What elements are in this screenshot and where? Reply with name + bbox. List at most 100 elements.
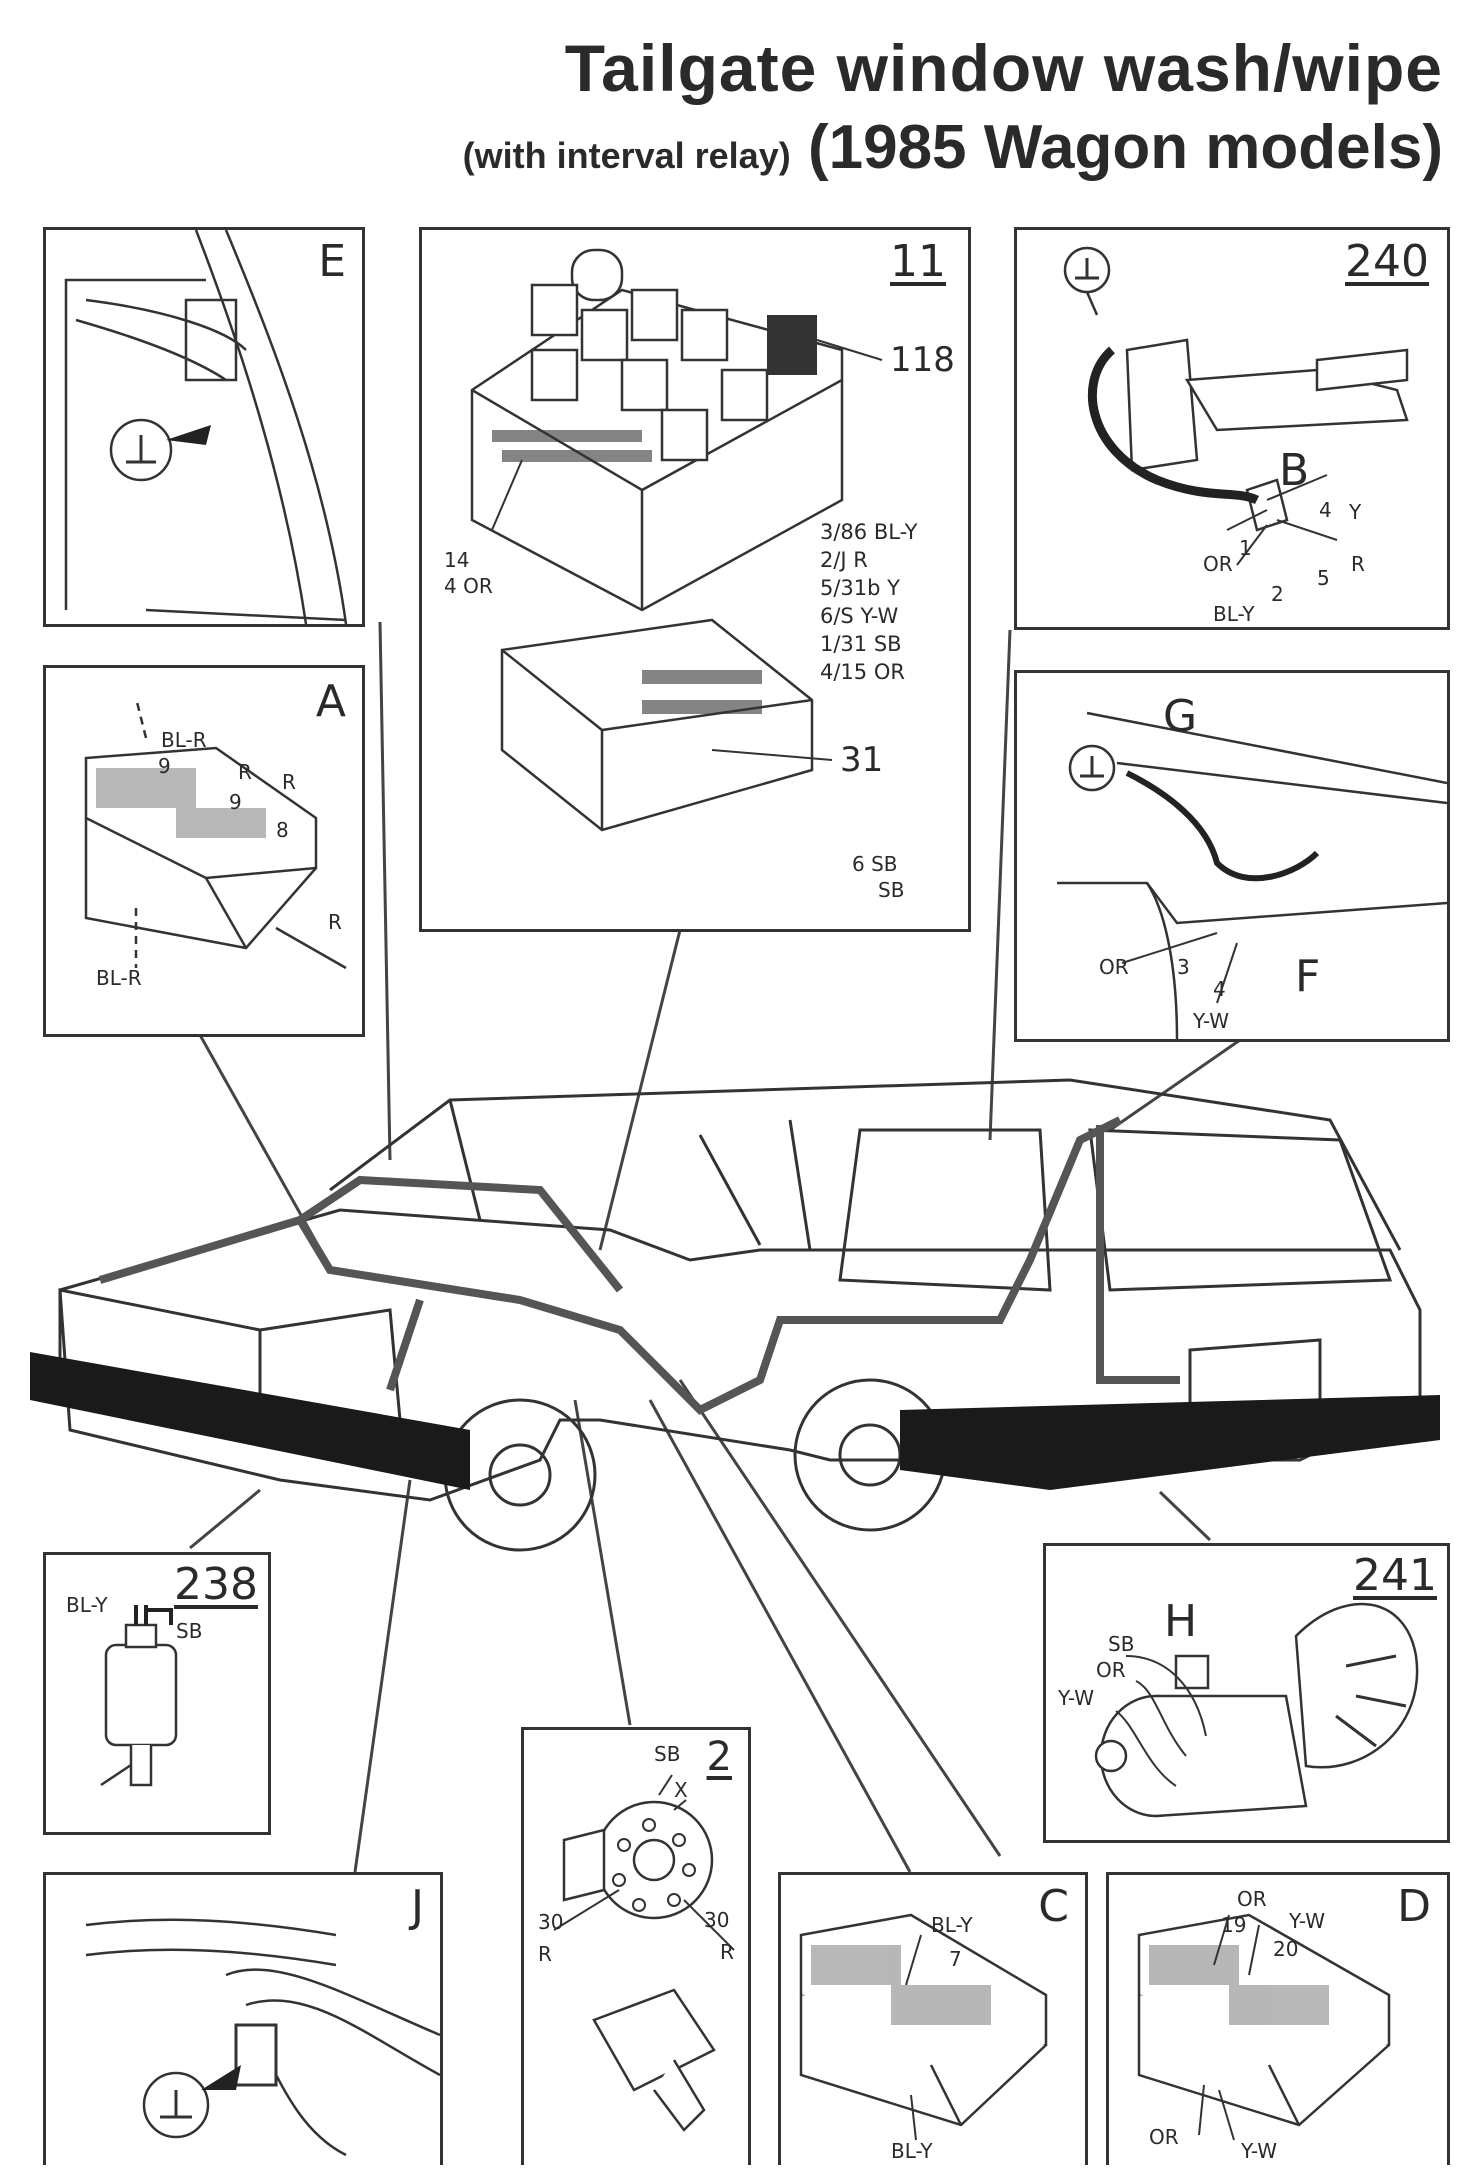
connector-letter: B [1279, 445, 1310, 496]
wire-label: R [238, 760, 252, 784]
wire-label: OR [1203, 552, 1233, 576]
wire-label: OR [1096, 1658, 1126, 1682]
panel-240-wiper-switch: 240 B 4 Y 1 OR 5 R 2 BL-Y [1014, 227, 1450, 630]
panel-d-connector: D OR 19 Y-W 20 OR Y-W [1106, 1872, 1450, 2165]
panel-gf-tailgate-connectors: G F OR 3 4 Y-W [1014, 670, 1450, 1042]
component-number: 241 [1353, 1550, 1437, 1601]
wire-label: BL-Y [66, 1593, 108, 1617]
connector-letter-f: F [1295, 951, 1321, 1002]
relay-pin: 4/15 OR [820, 660, 905, 684]
fusebox-drawing [470, 248, 883, 832]
panel-letter: C [1038, 1881, 1069, 1932]
wire-label: Y-W [1058, 1686, 1095, 1710]
wire-label: SB [176, 1619, 203, 1643]
fuse-wire: 4 OR [444, 574, 493, 598]
wire-label: SB [1108, 1632, 1135, 1656]
subtitle-small: (with interval relay) [462, 135, 791, 176]
relay-ref: 118 [890, 340, 955, 380]
panel-letter: D [1397, 1881, 1431, 1932]
ignition-drawing [553, 1774, 735, 2132]
panel-a-drawing [84, 697, 347, 970]
relay-118-highlight [767, 315, 817, 375]
panel-2-ignition-switch: 2 SB X 30 R 30 R [521, 1727, 751, 2165]
wire-label: R [720, 1940, 734, 1964]
panel-e-ground-point: E [43, 227, 365, 627]
car-illustration [58, 1078, 1422, 1552]
panel-gf-drawing [1057, 711, 1448, 1040]
panel-letter: A [315, 676, 346, 727]
connector-letter: H [1164, 1596, 1198, 1647]
wire-label: Y [1349, 500, 1362, 524]
pin-label: 1 [1239, 536, 1252, 560]
wire-label: R [328, 910, 342, 934]
panel-a-connector: A BL-R 9 R 9 R 8 R BL-R [43, 665, 365, 1037]
leader-lines [189, 621, 1241, 1873]
wire-label: OR [1099, 955, 1129, 979]
pin-label: 3 [1177, 955, 1190, 979]
relay-pin: 6/S Y-W [820, 604, 899, 628]
relay-pin: 3/86 BL-Y [820, 520, 918, 544]
component-number: 2 [706, 1734, 732, 1780]
wire-label: R [538, 1942, 552, 1966]
panel-letter: J [411, 1881, 424, 1932]
pin-label: 9 [229, 790, 242, 814]
terminal-label: X [674, 1778, 688, 1802]
panel-c-drawing [799, 1913, 1048, 2141]
pin-label: 4 [1213, 977, 1226, 1001]
pin-label: 7 [949, 1947, 962, 1971]
connector-ref: 31 [840, 740, 884, 780]
pin-label: 9 [158, 754, 171, 778]
wiring-harness [98, 1116, 1180, 1415]
component-number: 238 [174, 1559, 258, 1610]
wire-label: BL-Y [891, 2139, 933, 2163]
page-subtitle: (with interval relay) (1985 Wagon models… [463, 112, 1443, 183]
terminal-label: 30 [704, 1908, 730, 1932]
panel-238-washer-pump: 238 BL-Y SB [43, 1552, 271, 1835]
panel-d-drawing [1137, 1913, 1391, 2141]
wire-label: OR [1237, 1887, 1267, 1911]
relay-pin-list: 3/86 BL-Y 2/J R 5/31b Y 6/S Y-W 1/31 SB … [820, 518, 917, 686]
pin-label: 19 [1221, 1913, 1247, 1937]
terminal-label: 30 [538, 1910, 564, 1934]
pin-label: 20 [1273, 1937, 1299, 1961]
fuse-number: 14 [444, 548, 470, 572]
connector-wire: 6 SB [852, 852, 898, 876]
relay-pin: 1/31 SB [820, 632, 902, 656]
wire-label: R [282, 770, 296, 794]
wire-label: SB [654, 1742, 681, 1766]
wire-label: BL-R [96, 966, 142, 990]
page-title: Tailgate window wash/wipe [564, 31, 1443, 105]
ground-symbol-glyph [126, 435, 156, 464]
wire-label: Y-W [1241, 2139, 1278, 2163]
panel-j-drawing [85, 1918, 441, 2157]
motor-drawing [1094, 1602, 1419, 1818]
wire-label: BL-Y [1213, 602, 1255, 626]
pin-label: 4 [1319, 498, 1332, 522]
panel-241-wiper-motor: 241 H SB OR Y-W [1043, 1543, 1450, 1843]
switch-drawing [1063, 246, 1409, 566]
connector-letter-g: G [1163, 691, 1198, 742]
relay-pin: 2/J R [820, 548, 868, 572]
panel-letter: E [318, 236, 346, 287]
relay-pin: 5/31b Y [820, 576, 900, 600]
bumpers [30, 1352, 1440, 1490]
wire-label: R [1351, 552, 1365, 576]
pin-label: 2 [1271, 582, 1284, 606]
wire-label: BL-Y [931, 1913, 973, 1937]
panel-c-connector: C BL-Y 7 BL-Y [778, 1872, 1088, 2165]
wire-label: OR [1149, 2125, 1179, 2149]
subtitle-big: (1985 Wagon models) [807, 113, 1443, 182]
pump-drawing [100, 1605, 178, 1787]
connector-wire: SB [878, 878, 905, 902]
component-number: 240 [1345, 236, 1429, 287]
panel-j-ground-point: J [43, 1872, 443, 2165]
pin-label: 5 [1317, 566, 1330, 590]
panel-e-drawing [64, 229, 348, 625]
pin-label: 8 [276, 818, 289, 842]
wire-label: BL-R [161, 728, 207, 752]
component-number: 11 [890, 236, 946, 287]
panel-11-central-electrical-unit: 11 118 3/86 BL-Y 2/J R 5/31b Y 6/S Y-W 1… [419, 227, 971, 932]
wire-label: Y-W [1289, 1909, 1326, 1933]
wire-label: Y-W [1193, 1009, 1230, 1033]
